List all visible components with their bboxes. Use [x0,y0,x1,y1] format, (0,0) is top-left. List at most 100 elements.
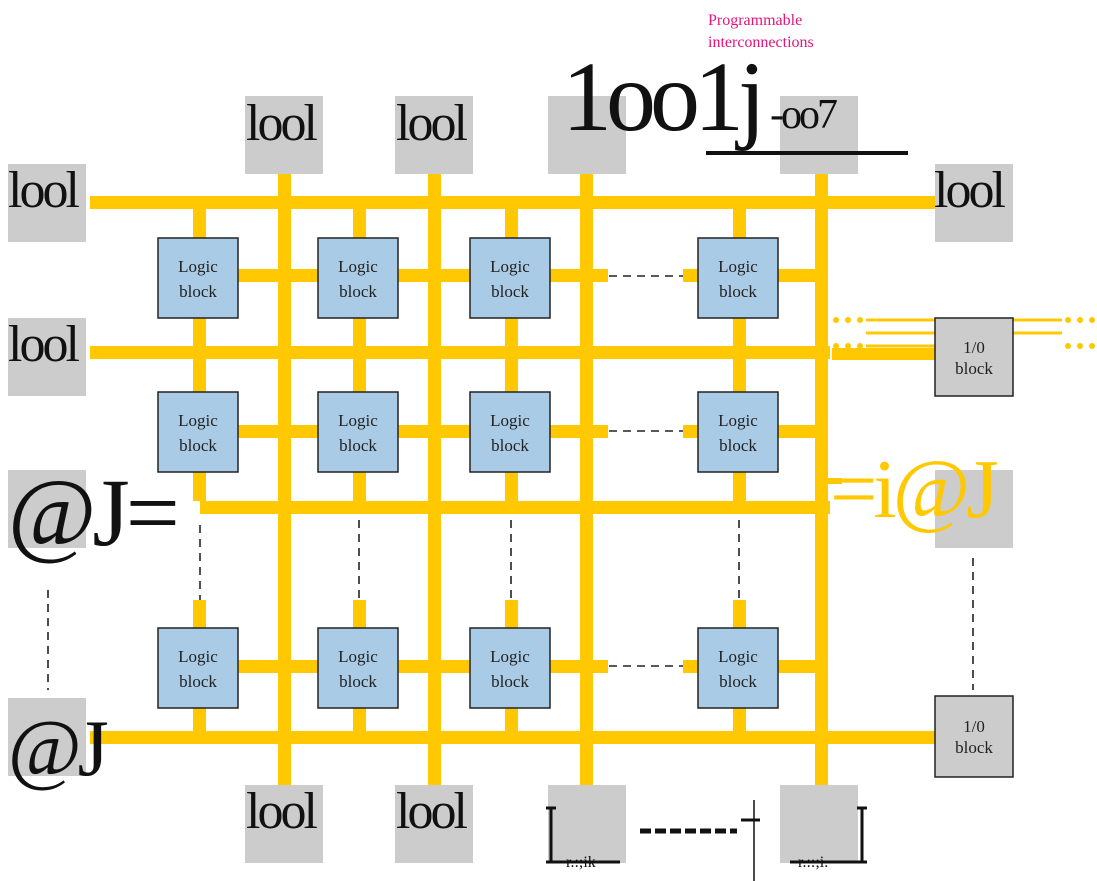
logic-block-grid: LogicblockLogicblockLogicblockLogicblock… [157,237,779,709]
logic-block-label-line2: block [339,672,377,691]
logic-block-label-line1: Logic [178,411,218,430]
logic-block-box [469,391,551,473]
logic-block-label-line2: block [491,436,529,455]
logic-block-label-line2: block [179,672,217,691]
logic-block-label-line2: block [179,436,217,455]
label-left-3: @J= [8,459,176,566]
logic-block-label-line2: block [339,436,377,455]
logic-block-label-line2: block [719,436,757,455]
label-left-2: lool [8,316,79,373]
logic-block-box [469,237,551,319]
v-channel-2 [428,174,441,785]
label-left-4: @J [8,705,108,793]
label-top-big: 1oo1j [562,41,760,152]
io-pads [8,96,1013,863]
logic-block: Logic block [317,391,399,473]
logic-block-label-line1: Logic [718,257,758,276]
io-pad-top-2 [395,96,473,174]
io-block-label-line2: block [955,738,993,757]
label-top-2: lool [396,95,467,152]
io-pad-top-4 [780,96,858,174]
logic-block: Logic block [469,237,551,319]
io-pad-bottom-4 [780,785,858,863]
logic-block-box [317,391,399,473]
logic-block: Logic block [469,391,551,473]
logic-block-label-line2: block [491,282,529,301]
logic-block-label-line2: block [179,282,217,301]
io-pad-left-2 [8,318,86,396]
io-pad-top-1 [245,96,323,174]
label-top-big-small: -oo7 [770,92,837,138]
logic-block-label-line2: block [339,282,377,301]
io-block-right-2: 1/0 block [934,317,1014,397]
logic-block: Logic block [697,391,779,473]
io-pad-left-3 [8,470,86,548]
v-channel-3 [580,174,593,785]
label-bottom-3: r.:;ik [566,854,596,871]
logic-block: Logic block [317,237,399,319]
logic-block: Logic block [317,627,399,709]
logic-block-label-line1: Logic [718,411,758,430]
label-bottom-1: lool [246,783,317,840]
io-pad-bottom-3 [548,785,626,863]
garbled-labels: lool lool 1oo1j -oo7 lool lool @J= @J lo… [8,41,1008,881]
right-dot-leaders [833,317,1095,349]
logic-block-label-line2: block [491,672,529,691]
logic-block-label-line1: Logic [338,411,378,430]
io-block-label-line1: 1/0 [963,338,985,357]
logic-block-label-line2: block [719,282,757,301]
logic-block: Logic block [157,391,239,473]
h-channel-2 [90,346,830,359]
logic-block-box [697,391,779,473]
logic-block-box [157,237,239,319]
io-pad-top-3 [548,96,626,174]
io-pad-left-4 [8,698,86,776]
logic-block-box [697,237,779,319]
label-left-1: lool [8,162,79,219]
dashed-continuations [47,275,974,690]
logic-block: Logic block [157,237,239,319]
logic-block: Logic block [469,627,551,709]
label-right-top: lool [934,162,1005,219]
logic-block: Logic block [697,237,779,319]
logic-block-label-line1: Logic [490,411,530,430]
logic-block-label-line1: Logic [338,647,378,666]
io-pad-right-3 [935,470,1013,548]
logic-block-label-line1: Logic [338,257,378,276]
label-top-1: lool [246,95,317,152]
h-channel-3 [200,501,830,514]
h-channel-4 [90,731,935,744]
io-block-label-line2: block [955,359,993,378]
logic-block-label-line1: Logic [718,647,758,666]
io-block-right-4: 1/0 block [934,695,1014,778]
annotation-line-2: interconnections [708,34,814,51]
bottom-bracket-artifacts [546,800,867,881]
io-pad-bottom-2 [395,785,473,863]
v-channel-4 [815,174,828,785]
io-block-label-line1: 1/0 [963,717,985,736]
annotation-line-1: Programmable [708,12,802,29]
logic-block: Logic block [697,627,779,709]
logic-block-box [317,237,399,319]
h-channel-1 [90,196,935,209]
v-channel-1 [278,174,291,785]
logic-block-box [157,391,239,473]
logic-block-label-line1: Logic [490,257,530,276]
io-pad-left-1 [8,164,86,242]
logic-block-box [697,627,779,709]
logic-block-label-line2: block [719,672,757,691]
logic-block: Logic block [157,627,239,709]
io-pad-right-1 [935,164,1013,242]
label-bottom-4: r.::;i. [798,854,828,871]
logic-block-box [317,627,399,709]
label-bottom-2: lool [396,783,467,840]
logic-block-box [469,627,551,709]
logic-block-label-line1: Logic [490,647,530,666]
interconnect-grid [90,174,935,785]
logic-block-label-line1: Logic [178,647,218,666]
logic-block-box [157,627,239,709]
io-pad-bottom-1 [245,785,323,863]
label-right-middle: =i@J [830,443,997,536]
logic-block-label-line1: Logic [178,257,218,276]
